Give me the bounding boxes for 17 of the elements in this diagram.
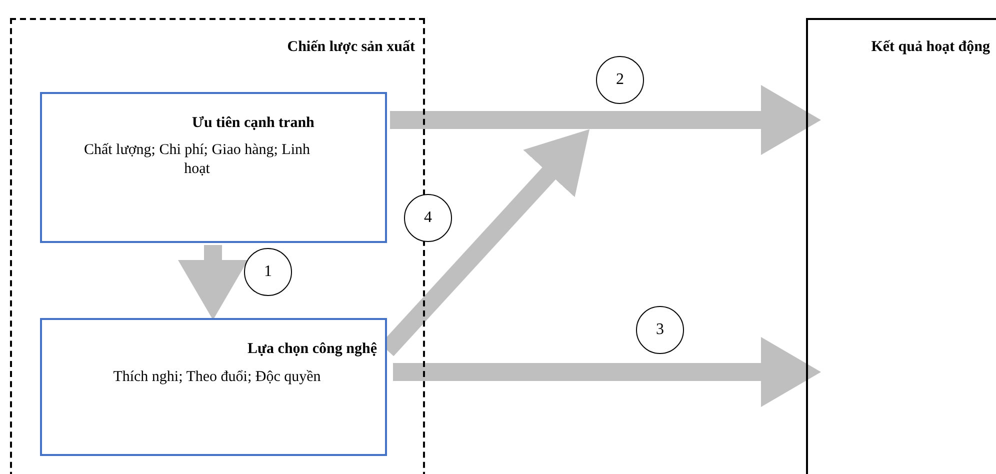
heading: Lựa chọn công nghệ	[246, 340, 377, 359]
block-arrow	[393, 337, 821, 407]
dashed-group-box	[10, 18, 425, 474]
callout-number: 2	[596, 56, 644, 104]
description: Thích nghi; Theo đuổi; Độc quyền	[112, 368, 322, 387]
callout-number: 4	[404, 194, 452, 242]
description: Chất lượng; Chi phí; Giao hàng; Linh hoạt	[82, 141, 312, 179]
heading: Ưu tiên cạnh tranh	[192, 114, 316, 133]
heading: Kết quả hoạt động	[870, 38, 990, 57]
heading: Chiến lược sản xuất	[286, 38, 415, 57]
callout-number: 1	[244, 248, 292, 296]
result-box	[806, 18, 996, 474]
process-box	[40, 92, 387, 243]
callout-number: 3	[636, 306, 684, 354]
block-arrow	[390, 85, 821, 155]
process-box	[40, 318, 387, 456]
block-arrow	[178, 245, 248, 320]
